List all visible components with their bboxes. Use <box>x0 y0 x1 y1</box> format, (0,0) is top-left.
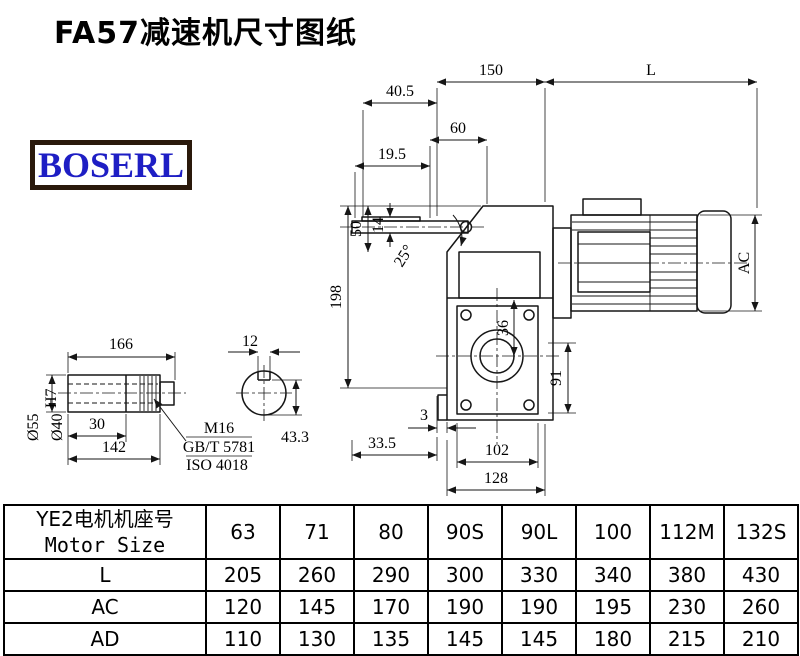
value-cell: 170 <box>353 590 429 624</box>
boserl-logo: BOSERL <box>30 140 192 190</box>
table-row: AD 110 130 135 145 145 180 215 210 <box>3 622 799 656</box>
dim-label-dia40: Ø40 <box>49 413 66 441</box>
dim-label-91: 91 <box>548 370 565 386</box>
motor-fins <box>572 215 697 311</box>
dim-label-dia40-tolerance: H7 <box>43 388 60 408</box>
value-cell: 260 <box>279 558 355 592</box>
motor-size-table: YE2电机机座号 Motor Size 63 71 80 90S 90L 100… <box>3 504 799 656</box>
row-label: AD <box>3 622 207 656</box>
table-header-row: YE2电机机座号 Motor Size 63 71 80 90S 90L 100… <box>3 504 799 560</box>
value-cell: 190 <box>427 590 503 624</box>
col-header: 71 <box>279 504 355 560</box>
dim-label-43-3: 43.3 <box>281 429 309 446</box>
thread-callout-m16: M16 <box>204 420 234 437</box>
dim-label-30: 30 <box>89 416 105 433</box>
dim-label-60: 60 <box>450 120 466 137</box>
motor-size-header-cell: YE2电机机座号 Motor Size <box>3 504 207 560</box>
dim-label-166: 166 <box>109 336 133 353</box>
dim-label-150: 150 <box>479 62 503 79</box>
value-cell: 145 <box>279 590 355 624</box>
value-cell: 290 <box>353 558 429 592</box>
value-cell: 135 <box>353 622 429 656</box>
col-header: 132S <box>723 504 799 560</box>
value-cell: 210 <box>723 622 799 656</box>
value-cell: 380 <box>649 558 725 592</box>
table-row: AC 120 145 170 190 190 195 230 260 <box>3 590 799 624</box>
dimension-labels: 150 L 40.5 60 19.5 198 50 14 25° 36 91 A… <box>25 62 753 487</box>
shaft-thread-hatch <box>139 376 157 411</box>
dim-label-36: 36 <box>495 320 512 336</box>
dim-label-33-5: 33.5 <box>368 435 396 452</box>
dim-label-3: 3 <box>420 407 428 424</box>
motor-size-header-cn: YE2电机机座号 <box>36 507 174 531</box>
dim-label-dia55: Ø55 <box>25 413 42 441</box>
standard-callout-gb: GB/T 5781 <box>183 439 255 456</box>
dim-label-AC: AC <box>736 252 753 274</box>
col-header: 100 <box>575 504 651 560</box>
row-label: AC <box>3 590 207 624</box>
dimension-drawing: 150 L 40.5 60 19.5 198 50 14 25° 36 91 A… <box>25 62 762 496</box>
boserl-logo-text: BOSERL <box>37 145 185 185</box>
dim-label-19-5: 19.5 <box>378 146 406 163</box>
dim-label-142: 142 <box>102 439 126 456</box>
dimension-lines <box>48 78 759 494</box>
value-cell: 145 <box>501 622 577 656</box>
value-cell: 130 <box>279 622 355 656</box>
dim-label-L: L <box>646 62 656 79</box>
value-cell: 340 <box>575 558 651 592</box>
table-row: L 205 260 290 300 330 340 380 430 <box>3 558 799 592</box>
dim-label-128: 128 <box>484 470 508 487</box>
value-cell: 300 <box>427 558 503 592</box>
value-cell: 430 <box>723 558 799 592</box>
shaft-bore-hidden-lines <box>68 383 158 404</box>
row-label: L <box>3 558 207 592</box>
value-cell: 230 <box>649 590 725 624</box>
col-header: 90L <box>501 504 577 560</box>
dim-label-14: 14 <box>370 217 387 233</box>
dim-label-12: 12 <box>242 333 258 350</box>
shaft-detail <box>67 374 175 413</box>
value-cell: 205 <box>205 558 281 592</box>
value-cell: 215 <box>649 622 725 656</box>
dim-label-50: 50 <box>348 221 365 237</box>
col-header: 63 <box>205 504 281 560</box>
value-cell: 260 <box>723 590 799 624</box>
dim-label-25deg: 25° <box>391 242 417 270</box>
col-header: 112M <box>649 504 725 560</box>
value-cell: 145 <box>427 622 503 656</box>
motor <box>552 198 732 319</box>
value-cell: 180 <box>575 622 651 656</box>
shaft-section-circle <box>241 370 287 416</box>
value-cell: 110 <box>205 622 281 656</box>
motor-size-header-en: Motor Size <box>44 533 166 557</box>
col-header: 90S <box>427 504 503 560</box>
value-cell: 330 <box>501 558 577 592</box>
value-cell: 190 <box>501 590 577 624</box>
dim-label-102: 102 <box>485 442 509 459</box>
gearbox-housing <box>437 205 554 421</box>
page-title: FA57减速机尺寸图纸 <box>54 16 358 51</box>
value-cell: 195 <box>575 590 651 624</box>
value-cell: 120 <box>205 590 281 624</box>
col-header: 80 <box>353 504 429 560</box>
dim-label-198: 198 <box>328 285 345 309</box>
dim-label-40-5: 40.5 <box>386 83 414 100</box>
standard-callout-iso: ISO 4018 <box>186 457 248 474</box>
